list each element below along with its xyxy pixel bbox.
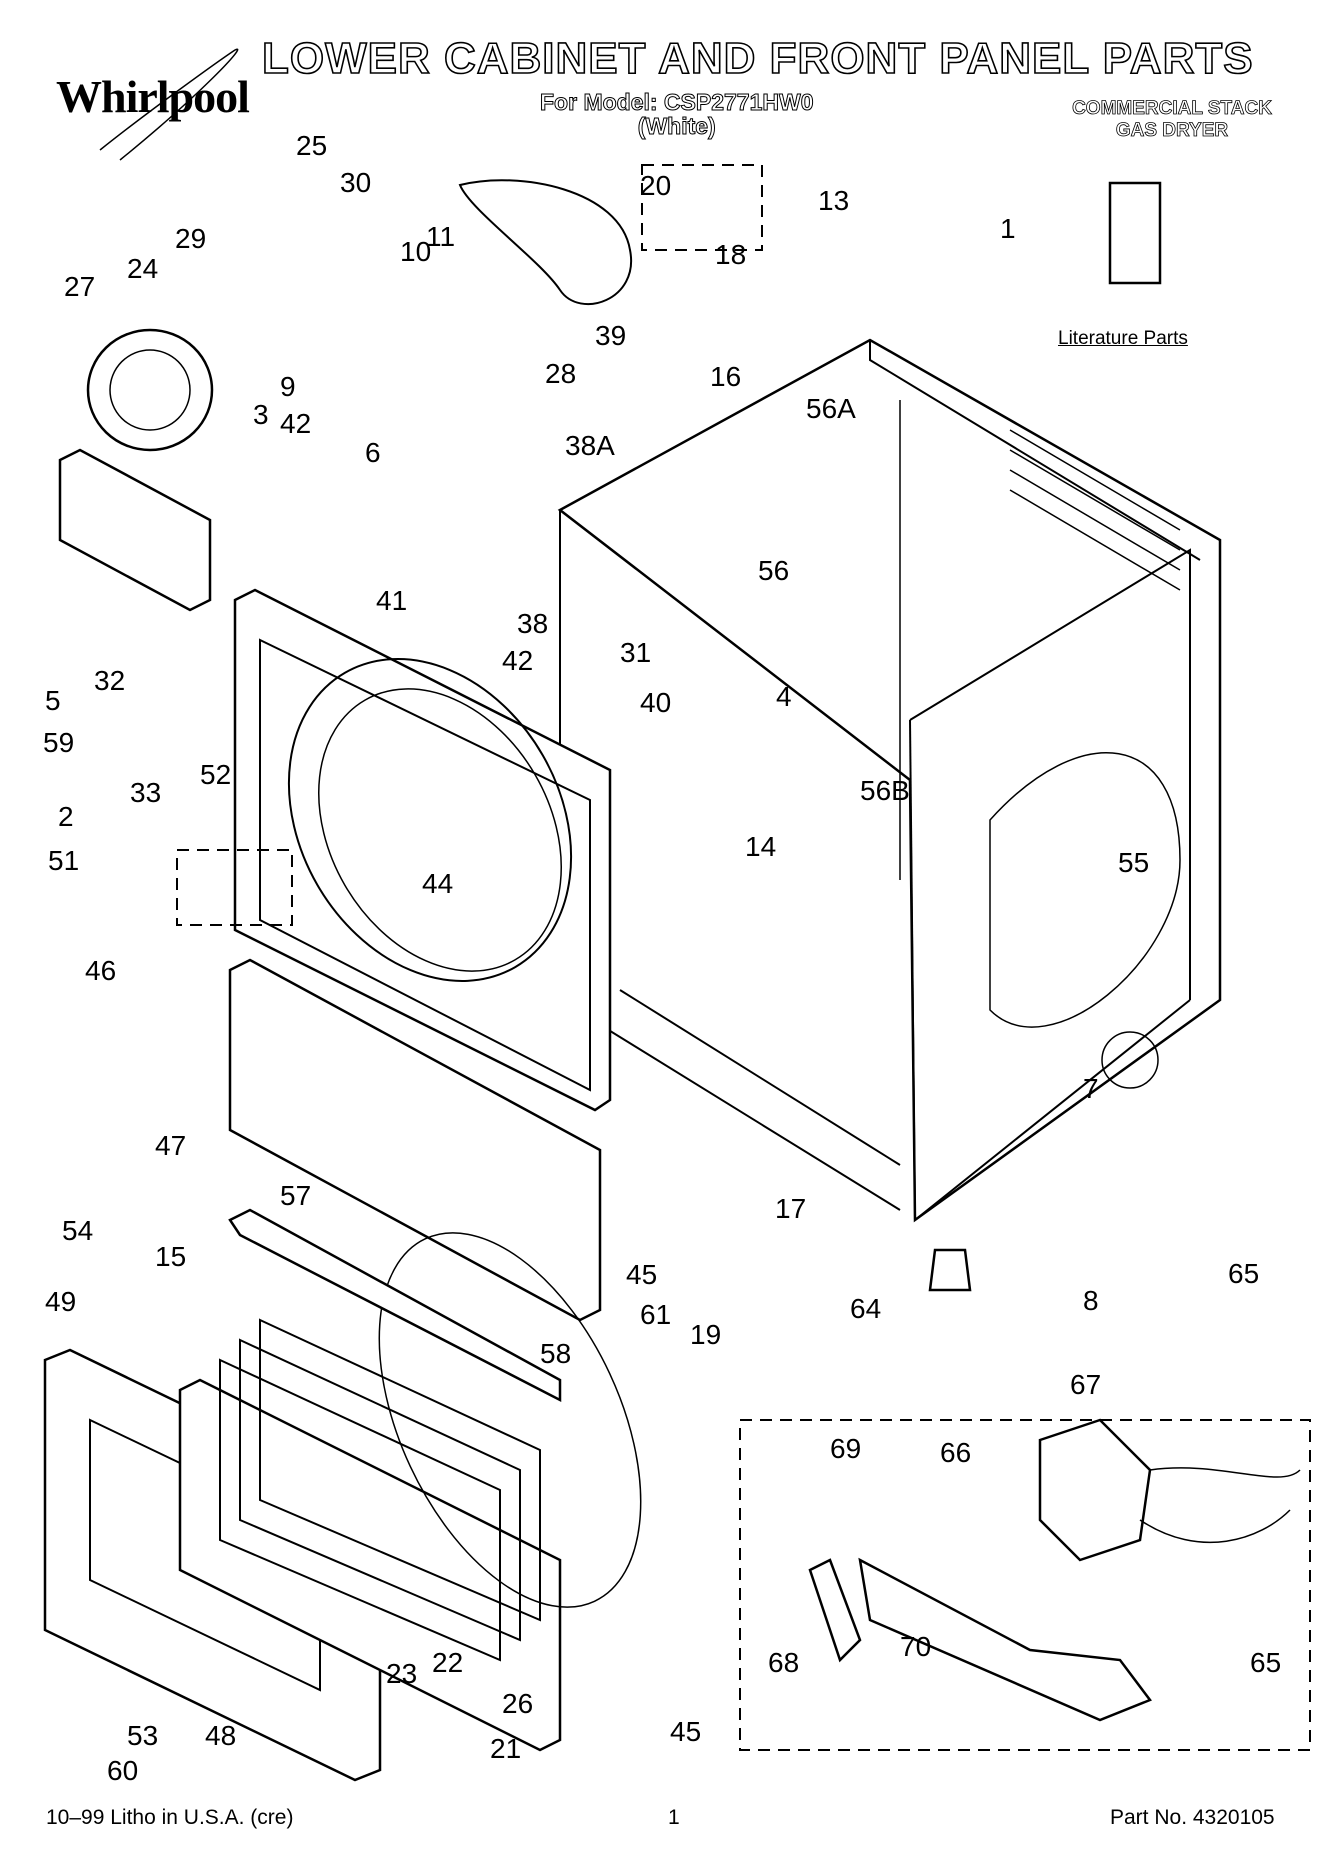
callout-45: 45 [626, 1259, 657, 1290]
front-panel [233, 588, 612, 1112]
callout-23: 23 [386, 1658, 417, 1689]
callout-66: 66 [940, 1437, 971, 1468]
callout-69: 69 [830, 1433, 861, 1464]
callout-39: 39 [595, 320, 626, 351]
callout-65: 65 [1228, 1258, 1259, 1289]
callout-52: 52 [200, 759, 231, 790]
callout-9: 9 [280, 371, 296, 402]
callout-10: 10 [400, 236, 431, 267]
callout-33: 33 [130, 777, 161, 808]
callout-29: 29 [175, 223, 206, 254]
dashed-box-13 [641, 164, 763, 251]
callout-55: 55 [1118, 847, 1149, 878]
callout-21: 21 [490, 1733, 521, 1764]
callout-1: 1 [1000, 213, 1016, 244]
callout-56: 56 [758, 555, 789, 586]
callout-5: 5 [45, 685, 61, 716]
callout-67: 67 [1070, 1369, 1101, 1400]
callout-57: 57 [280, 1180, 311, 1211]
callout-45-2: 45 [670, 1716, 701, 1747]
callout-6: 6 [365, 437, 381, 468]
callout-13: 13 [818, 185, 849, 216]
callout-42-2: 42 [502, 645, 533, 676]
color-line: (White) [637, 113, 716, 139]
callout-40: 40 [640, 687, 671, 718]
callout-14: 14 [745, 831, 776, 862]
footer-page-number: 1 [668, 1806, 680, 1829]
callout-26: 26 [502, 1688, 533, 1719]
callout-58: 58 [540, 1338, 571, 1369]
callout-19: 19 [690, 1319, 721, 1350]
callout-49: 49 [45, 1286, 76, 1317]
literature-booklet [1108, 181, 1162, 285]
callout-25: 25 [296, 130, 327, 161]
product-line-2: GAS DRYER [1115, 120, 1229, 142]
callout-48: 48 [205, 1720, 236, 1751]
drive-motor [86, 328, 214, 452]
logo-swoosh [99, 48, 239, 161]
callout-61: 61 [640, 1299, 671, 1330]
callout-70: 70 [900, 1631, 931, 1662]
product-line-1: COMMERCIAL STACK [1072, 98, 1273, 120]
callout-38: 38 [517, 608, 548, 639]
callout-53: 53 [127, 1720, 158, 1751]
callout-44: 44 [422, 868, 453, 899]
callout-24: 24 [127, 253, 158, 284]
callout-60: 60 [107, 1755, 138, 1786]
callout-11: 11 [426, 221, 455, 252]
burner-assembly-box [739, 1419, 1311, 1751]
callout-38a: 38A [565, 430, 615, 461]
callout-22: 22 [432, 1647, 463, 1678]
callout-65-2: 65 [1250, 1647, 1281, 1678]
callout-68: 68 [768, 1647, 799, 1678]
callout-2: 2 [58, 801, 74, 832]
callout-3: 3 [253, 399, 269, 430]
callout-59: 59 [43, 727, 74, 758]
literature-parts-label: Literature Parts [1058, 328, 1188, 349]
drive-belt [458, 179, 633, 306]
callout-30: 30 [340, 167, 371, 198]
callout-17: 17 [775, 1193, 806, 1224]
callout-54: 54 [62, 1215, 93, 1246]
callout-31: 31 [620, 637, 651, 668]
callout-47: 47 [155, 1130, 186, 1161]
callout-42: 42 [280, 408, 311, 439]
leveling-leg [928, 1248, 972, 1292]
footer-part-number: Part No. 4320105 [1110, 1806, 1275, 1829]
callout-56b: 56B [860, 775, 910, 806]
motor-mount [58, 448, 212, 612]
callout-64: 64 [850, 1293, 881, 1324]
whirlpool-logo: Whirlpool [56, 71, 250, 122]
footer-print-info: 10–99 Litho in U.S.A. (cre) [46, 1806, 294, 1829]
product-type: COMMERCIAL STACK GAS DRYER [1052, 98, 1292, 142]
callout-41: 41 [376, 585, 407, 616]
callout-18: 18 [715, 239, 746, 270]
toe-panel [228, 958, 602, 1322]
model-info: For Model: CSP2771HW0 (White) [540, 89, 814, 139]
callout-56a: 56A [806, 393, 856, 424]
dashed-box-51 [176, 849, 293, 926]
callout-27: 27 [64, 271, 95, 302]
page-title: LOWER CABINET AND FRONT PANEL PARTS [261, 33, 1254, 84]
callout-32: 32 [94, 665, 125, 696]
callout-51: 51 [48, 845, 79, 876]
model-line: For Model: CSP2771HW0 [540, 89, 814, 115]
callout-28: 28 [545, 358, 576, 389]
callout-7: 7 [1083, 1073, 1099, 1104]
callout-15: 15 [155, 1241, 186, 1272]
callout-8: 8 [1083, 1285, 1099, 1316]
callout-4: 4 [776, 681, 792, 712]
door-assembly [43, 1208, 642, 1782]
callout-46: 46 [85, 955, 116, 986]
callout-20: 20 [640, 170, 671, 201]
burner-assembly [808, 1418, 1301, 1722]
callout-16: 16 [710, 361, 741, 392]
